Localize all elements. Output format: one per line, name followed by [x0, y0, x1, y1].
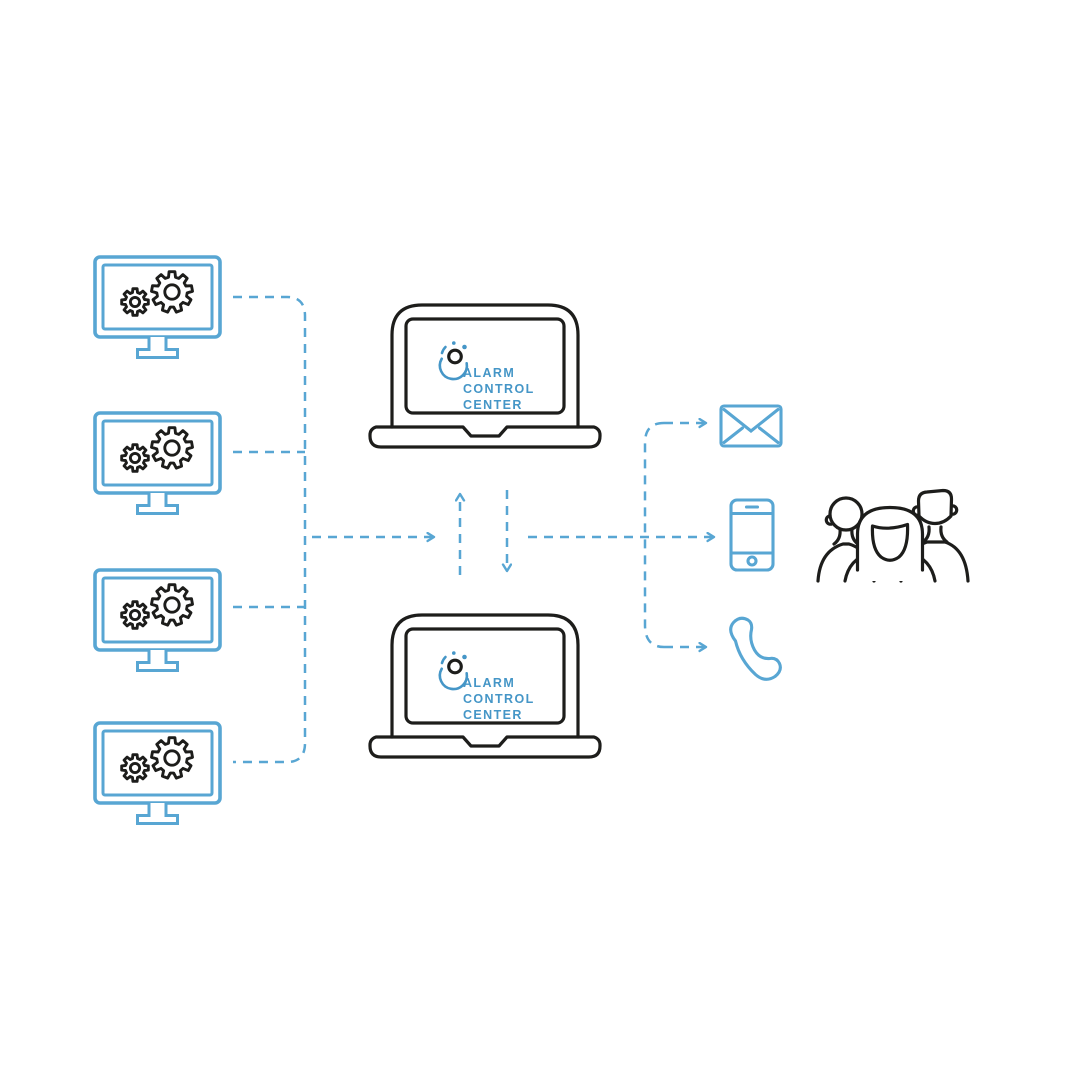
recipients-people-icon [816, 488, 970, 583]
logo-line-1: ALARM [463, 676, 515, 690]
source-monitor-3 [93, 568, 222, 673]
connectors [233, 295, 714, 764]
laptop-screen [404, 627, 566, 725]
channel-email [719, 404, 783, 448]
gear-large-hole [163, 283, 181, 301]
logo-line-2: CONTROL [463, 692, 535, 706]
person-front-woman [843, 505, 937, 583]
channel-mobile [729, 498, 775, 572]
laptop-lid [390, 613, 580, 739]
channel-call [729, 616, 782, 681]
alarm-control-center-logo: ALARM CONTROL CENTER [438, 341, 535, 412]
control-center-laptop-bottom: ALARM CONTROL CENTER [368, 613, 602, 759]
control-center-laptop-top: ALARM CONTROL CENTER [368, 303, 602, 449]
smartphone-home-button [746, 555, 758, 567]
laptop-base [368, 735, 602, 759]
logo-arc-large [438, 357, 469, 381]
logo-arc-small [440, 655, 447, 665]
logo-line-1: ALARM [463, 366, 515, 380]
person-head [828, 496, 864, 532]
logo-ring [447, 658, 463, 675]
logo-line-2: CONTROL [463, 382, 535, 396]
connector-monitors-trunk [233, 295, 307, 764]
connector-channels-trunk [643, 421, 665, 649]
envelope-flap [722, 407, 780, 433]
logo-line-3: CENTER [463, 398, 523, 412]
person-face [870, 522, 910, 562]
logo-arc-large [438, 667, 469, 691]
logo-ring [447, 348, 463, 365]
envelope-icon [719, 404, 783, 448]
alarm-control-center-logo: ALARM CONTROL CENTER [438, 651, 535, 722]
envelope-fold-right [757, 426, 780, 445]
source-monitor-1 [93, 255, 222, 359]
laptop-base [368, 425, 602, 449]
logo-dot-right [462, 344, 467, 350]
smartphone-icon [729, 498, 775, 572]
gear-small-hole [128, 295, 142, 309]
logo-dot-top [452, 651, 456, 655]
logo-dot-right [462, 654, 467, 660]
person-neck [832, 527, 842, 546]
logo-dot-top [452, 341, 456, 345]
source-monitor-4 [93, 721, 222, 826]
source-monitor-2 [93, 411, 222, 516]
person-head [916, 488, 954, 526]
laptop-lid [390, 303, 580, 429]
logo-line-3: CENTER [463, 708, 523, 722]
monitor-stand [136, 337, 179, 359]
laptop-screen [404, 317, 566, 415]
person-neck [939, 525, 949, 544]
envelope-fold-left [722, 426, 745, 445]
phone-handset-icon [729, 616, 782, 681]
logo-arc-small [440, 345, 447, 355]
